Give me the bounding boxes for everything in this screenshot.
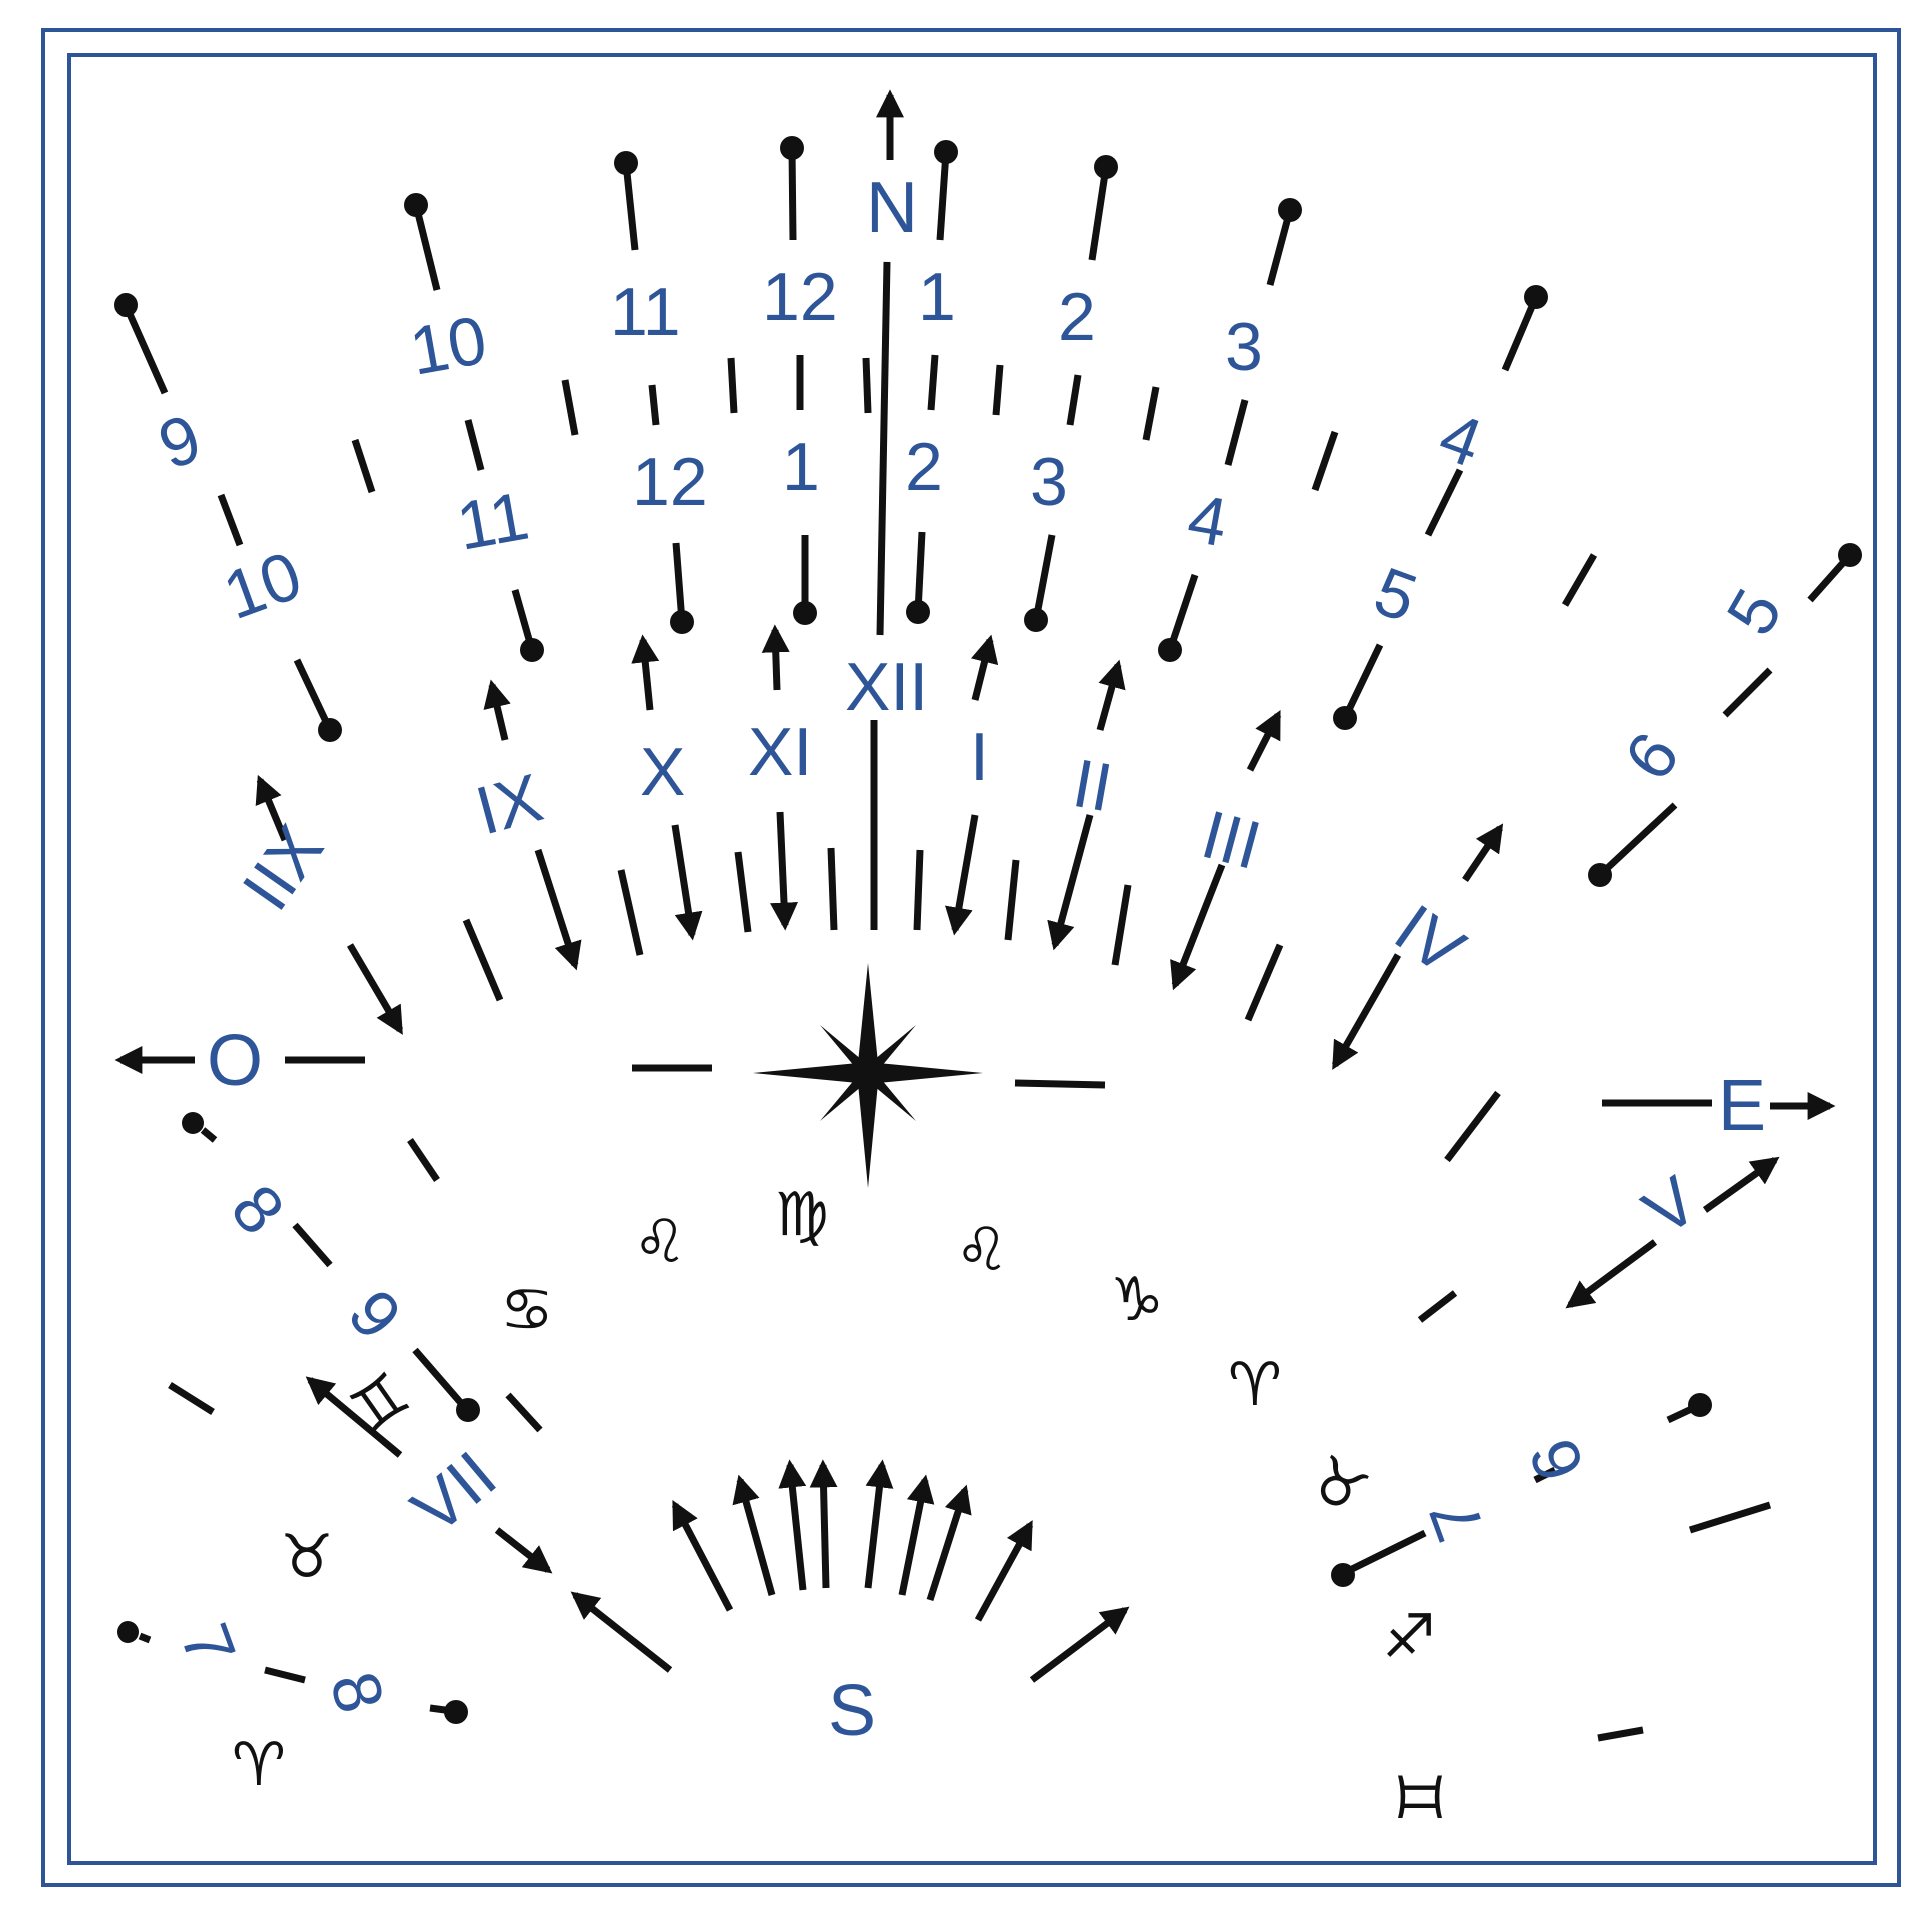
- zodiac-aries-left: ♈: [232, 1730, 286, 1800]
- right-lines: [1331, 1090, 1772, 1742]
- right-hour-6: 6: [1610, 719, 1694, 794]
- middle-hour-10: 10: [214, 537, 311, 634]
- zodiac-gemini-left: ♊: [338, 1359, 422, 1447]
- bottom-left-hour-7: 7: [166, 1614, 250, 1676]
- zodiac-gemini-right: ♊: [1383, 1770, 1453, 1824]
- east-west-line: [114, 1046, 1836, 1120]
- west-label: O: [207, 1021, 263, 1101]
- zodiac-sagittarius: ♐: [1382, 1602, 1436, 1672]
- middle-hour-1: 1: [782, 429, 820, 505]
- right-hour-5: 5: [1712, 577, 1797, 648]
- hour-numeral-vii: VII: [398, 1437, 511, 1549]
- middle-hour-4: 4: [1182, 480, 1232, 561]
- compass-rose: [753, 963, 983, 1188]
- middle-row-ticks: [351, 357, 1598, 607]
- outer-hour-4: 4: [1430, 398, 1492, 482]
- hour-numeral-xii: XII: [845, 649, 928, 725]
- middle-hour-9: 9: [149, 400, 211, 484]
- hour-numeral-ii: II: [1067, 745, 1117, 826]
- hour-numeral-i: I: [970, 719, 989, 795]
- noon-line: [876, 261, 891, 636]
- hour-numeral-iix: IIX: [228, 812, 338, 924]
- middle-hour-3: 3: [1030, 444, 1068, 520]
- south-arrows: [570, 1459, 1130, 1683]
- lower-left-lines: [117, 1112, 553, 1724]
- middle-hour-11: 11: [451, 478, 534, 565]
- outer-hour-2: 2: [1058, 279, 1096, 355]
- bottom-right-hour-7: 7: [1415, 1489, 1499, 1551]
- outer-pin-lines: [114, 136, 1862, 887]
- inner-border: [67, 53, 1877, 1865]
- middle-hour-5: 5: [1365, 553, 1427, 637]
- lower-left-hour-9: 9: [334, 1276, 417, 1354]
- hour-numeral-xi: XI: [748, 714, 812, 790]
- zodiac-taurus-right: ♉: [1298, 1442, 1380, 1530]
- outer-hour-12: 12: [762, 259, 838, 335]
- middle-hour-2: 2: [905, 429, 943, 505]
- lower-left-hour-8: 8: [217, 1171, 300, 1249]
- zodiac-taurus-left: ♉: [280, 1522, 334, 1592]
- zodiac-leo-reversed: ♌: [955, 1215, 1009, 1285]
- outer-hour-1: 1: [918, 259, 956, 335]
- zodiac-virgo: ♍: [775, 1180, 829, 1250]
- zodiac-cancer: ♋: [500, 1275, 554, 1345]
- east-label: E: [1718, 1066, 1766, 1146]
- hour-numeral-iii: III: [1194, 796, 1268, 884]
- middle-hour-12: 12: [632, 444, 708, 520]
- hour-numeral-x: X: [640, 734, 685, 810]
- bottom-left-hour-8: 8: [316, 1664, 399, 1720]
- north-label: N: [866, 168, 918, 248]
- lower-fan-ticks: [462, 847, 1284, 1022]
- hour-numeral-v: V: [1630, 1162, 1711, 1251]
- bottom-right-hour-6: 6: [1515, 1429, 1599, 1491]
- south-label: S: [828, 1671, 876, 1751]
- zodiac-capricorn: ♑: [1110, 1265, 1164, 1335]
- outer-border: [41, 28, 1901, 1887]
- hour-numeral-iv: IV: [1381, 890, 1478, 989]
- outer-hour-3: 3: [1225, 309, 1263, 385]
- outer-hour-11: 11: [610, 274, 681, 350]
- hour-numeral-ix: IX: [468, 759, 550, 849]
- zodiac-aries-right: ♈: [1228, 1350, 1282, 1420]
- outer-hour-10: 10: [404, 302, 492, 390]
- zodiac-leo: ♌: [633, 1207, 687, 1277]
- hour-arrows: [255, 624, 1780, 1309]
